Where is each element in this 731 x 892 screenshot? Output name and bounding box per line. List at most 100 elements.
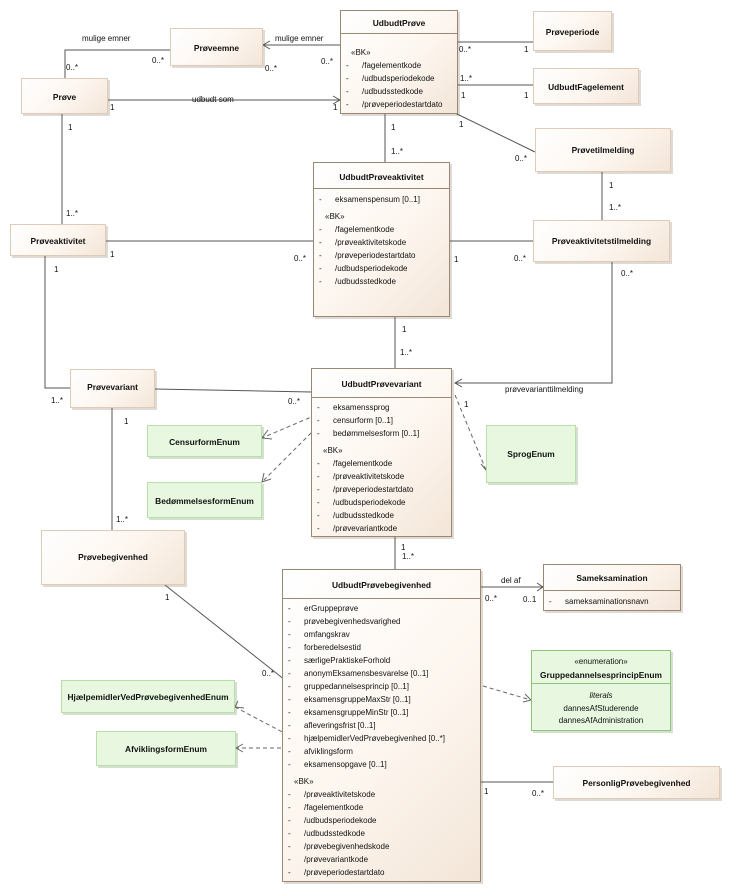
class-udbudt-proevebegivenhed[interactable]: UdbudtPrøvebegivenhed -erGruppeprøve -pr… [282, 569, 481, 882]
attribute: -særligePraktiskeForhold [288, 656, 391, 665]
attribute: -eksamenspensum [0..1] [319, 195, 420, 204]
multiplicity: 1 [401, 543, 406, 552]
class-proevevariant[interactable]: Prøvevariant [70, 369, 155, 408]
assoc-udbudtproeve-proevetilmelding [454, 112, 536, 153]
multiplicity: 0..* [621, 269, 634, 278]
literals-section-label: literals [589, 691, 613, 700]
multiplicity: 0..* [485, 594, 498, 603]
attribute: -eksamensgruppeMinStr [0..1] [288, 708, 409, 717]
multiplicity: 1..* [609, 203, 622, 212]
multiplicity: 1..* [402, 552, 415, 561]
class-proeve[interactable]: Prøve [21, 78, 108, 114]
multiplicity: 0..1 [523, 595, 537, 604]
dep-sprog [454, 394, 487, 471]
class-sameksamination[interactable]: Sameksamination -sameksaminationsnavn [543, 564, 681, 611]
class-proeveemne[interactable]: Prøveemne [170, 28, 263, 66]
enum-gruppedannelsesprincip[interactable]: «enumeration» GruppedannelsesprincipEnum… [531, 650, 671, 731]
association-label: mulige emner [82, 34, 131, 43]
attribute: -/udbudsperiodekode [346, 74, 435, 83]
multiplicity: 1 [524, 45, 529, 54]
attribute: -/prøvebegivenhedskode [288, 842, 390, 851]
assoc-proevebegivenhed-udbudtproevebegivenhed [164, 584, 286, 681]
attribute: -/fagelementkode [346, 61, 422, 70]
multiplicity: 1 [454, 255, 459, 264]
attribute: -/prøveaktivitetskode [319, 238, 407, 247]
multiplicity: 1 [68, 123, 73, 132]
attribute: -anonymEksamensbesvarelse [0..1] [288, 669, 429, 678]
attribute: -/fagelementkode [317, 459, 393, 468]
class-proevetilmelding[interactable]: Prøvetilmelding [535, 128, 671, 172]
multiplicity: 1..* [400, 348, 413, 357]
class-name: Prøvetilmelding [571, 145, 635, 155]
multiplicity: 0..* [514, 254, 527, 263]
class-proeveperiode[interactable]: Prøveperiode [533, 11, 612, 51]
class-name: Prøveperiode [545, 27, 600, 37]
stereotype: «BK» [351, 48, 371, 57]
multiplicity: 1 [391, 123, 396, 132]
attribute: -/udbudsstedkode [288, 829, 365, 838]
attribute: -afleveringsfrist [0..1] [288, 721, 376, 730]
stereotype: «BK» [294, 777, 314, 786]
enum-sprog[interactable]: SprogEnum [486, 425, 576, 483]
class-name: BedømmelsesformEnum [155, 496, 254, 506]
multiplicity: 1 [609, 181, 614, 190]
multiplicity: 1 [402, 325, 407, 334]
attribute: -/udbudsstedkode [346, 87, 423, 96]
attribute: -eksamensgruppeMaxStr [0..1] [288, 695, 411, 704]
attribute: -/udbudsperiodekode [317, 498, 406, 507]
attribute: -/prøveaktivitetskode [288, 790, 376, 799]
attribute: -gruppedannelsesprincip [0..1] [288, 682, 409, 691]
attribute: -/udbudsperiodekode [319, 264, 408, 273]
class-udbudt-proeve[interactable]: UdbudtPrøve «BK» -/fagelementkode -/udbu… [340, 10, 458, 114]
class-proevebegivenhed[interactable]: Prøvebegivenhed [41, 530, 185, 585]
class-proeveaktivitet[interactable]: Prøveaktivitet [10, 224, 106, 256]
attribute: -/prøveaktivitetskode [317, 472, 405, 481]
association-label: prøvevarianttilmelding [505, 385, 584, 394]
enum-literal: dannesAfAdministration [558, 716, 644, 725]
class-name: SprogEnum [507, 449, 555, 459]
class-name: Prøvebegivenhed [78, 552, 148, 562]
multiplicity: 0..* [152, 56, 165, 65]
multiplicity: 1 [124, 417, 129, 426]
dep-hjaelpemidler [234, 706, 289, 736]
multiplicity: 1 [110, 250, 115, 259]
attribute: -erGruppeprøve [288, 604, 359, 613]
attribute: -/udbudsstedkode [317, 511, 394, 520]
class-name: AfviklingsformEnum [125, 744, 207, 754]
multiplicity: 1..* [116, 515, 129, 524]
dep-censurform [261, 414, 317, 439]
dep-gruppedannelsesprincip [482, 685, 532, 701]
attribute: -eksamensopgave [0..1] [288, 760, 387, 769]
multiplicity: 1 [464, 400, 469, 409]
multiplicity: 0..* [459, 45, 472, 54]
association-label: mulige emner [275, 34, 324, 43]
class-proeveaktivitetstilmelding[interactable]: Prøveaktivitetstilmelding [533, 220, 670, 262]
attribute: -/fagelementkode [288, 803, 364, 812]
stereotype: «BK» [325, 212, 345, 221]
enum-censurform[interactable]: CensurformEnum [147, 425, 262, 457]
class-udbudt-proeveaktivitet[interactable]: UdbudtPrøveaktivitet -eksamenspensum [0.… [313, 162, 450, 317]
class-name: PersonligPrøvebegivenhed [582, 778, 691, 788]
multiplicity: 0..* [66, 63, 79, 72]
class-name: UdbudtPrøvebegivenhed [331, 580, 432, 590]
attribute: -/fagelementkode [319, 225, 395, 234]
multiplicity: 1..* [460, 74, 473, 83]
class-udbudt-proevevariant[interactable]: UdbudtPrøvevariant -eksamenssprog -censu… [311, 368, 452, 537]
attribute: -sameksaminationsnavn [549, 597, 649, 606]
class-udbudt-fagelement[interactable]: UdbudtFagelement [533, 68, 639, 104]
class-personlig-proevebegivenhed[interactable]: PersonligPrøvebegivenhed [553, 766, 720, 799]
multiplicity: 0..* [262, 669, 275, 678]
class-name: GruppedannelsesprincipEnum [540, 670, 662, 680]
attribute: -/prøveperiodestartdato [346, 100, 443, 109]
multiplicity: 0..* [294, 254, 307, 263]
class-name: Prøveaktivitetstilmelding [551, 236, 652, 246]
enum-afviklingsform[interactable]: AfviklingsformEnum [96, 731, 236, 766]
class-name: CensurformEnum [169, 437, 240, 447]
enum-hjaelpemidler[interactable]: HjælpemidlerVedPrøvebegivenhedEnum [61, 680, 235, 713]
dep-bedoemmelsesform [261, 427, 317, 483]
class-name: UdbudtPrøvevariant [341, 379, 422, 389]
attribute: -forberedelsestid [288, 643, 361, 652]
enum-bedoemmelsesform[interactable]: BedømmelsesformEnum [147, 482, 262, 518]
attribute: -/prøvevariantkode [317, 524, 398, 533]
stereotype: «enumeration» [574, 657, 628, 666]
